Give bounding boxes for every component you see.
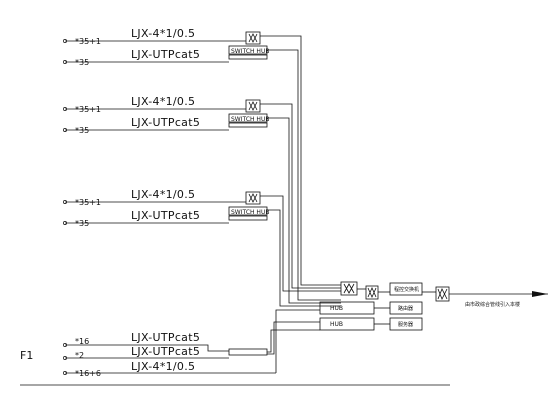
tel-cable-3: LJX-4*1/0.5 [131,188,195,201]
pbx-box [389,282,423,296]
feeder-bottom-1 [267,329,320,353]
data-cable-2: LJX-UTPcat5 [131,116,200,129]
outlet-icon [63,356,67,360]
bottom-cable-1: LJX-UTPcat5 [131,331,200,344]
main-tray-1 [340,281,358,296]
tray-cross-icon [248,33,258,43]
outlet-icon [63,39,67,43]
feeder-tel-2 [260,103,341,289]
tel-count-1: *35+1 [75,37,101,46]
outlet-icon [63,343,67,347]
server-box [389,317,423,331]
hub-box-b [319,317,375,331]
bottom-line-1 [65,344,229,352]
router-label: 路由器 [398,305,413,312]
data-count-3: *35 [75,219,89,228]
feeder-tel-3 [260,195,341,292]
feeder-data-3 [267,209,341,307]
cable-tray-symbol-3 [245,191,261,205]
pbx-label: 程控交换机 [394,286,419,293]
tel-cable-2: LJX-4*1/0.5 [131,95,195,108]
bottom-count-3: *16+6 [75,369,101,378]
feeder-data-2 [267,117,341,304]
data-cable-1: LJX-UTPcat5 [131,48,200,61]
switch-hub-label-3: SWITCH HUB [231,209,269,216]
outlet-icon [63,107,67,111]
router-box [389,301,423,315]
tray-cross-icon [437,288,448,300]
patch-panel-1 [228,54,268,60]
feeder-data-1 [267,49,341,301]
data-count-1: *35 [75,58,89,67]
feeder-bottom-3 [275,309,320,373]
patch-panel-2 [228,122,268,128]
feeder-tel-1 [260,35,341,286]
tel-cable-1: LJX-4*1/0.5 [131,27,195,40]
tray-cross-icon [248,101,258,111]
bottom-count-2: *2 [75,351,84,360]
arrow-icon [532,291,548,297]
hub-a-label: HUB [330,305,343,312]
outlet-icon [63,221,67,225]
server-label: 服务器 [398,321,413,328]
feeder-bottom-2 [267,321,320,355]
outlet-icon [63,60,67,64]
cable-tray-symbol-2 [245,99,261,113]
bottom-count-1: *16 [75,337,89,346]
bottom-patch-panel [228,348,268,356]
outlet-icon [63,200,67,204]
switch-hub-label-1: SWITCH HUB [231,48,269,55]
tel-count-3: *35+1 [75,198,101,207]
tray-cross-icon [248,193,258,203]
switch-hub-label-2: SWITCH HUB [231,116,269,123]
tray-cross-icon [367,287,377,298]
tray-cross-icon [343,283,355,294]
hub-b-label: HUB [330,321,343,328]
floor-label: F1 [20,349,33,362]
switch-hub-box-3 [228,206,268,216]
tel-count-2: *35+1 [75,105,101,114]
bottom-cable-3: LJX-4*1/0.5 [131,360,195,373]
outlet-icon [63,371,67,375]
patch-panel-3 [228,215,268,221]
data-count-2: *35 [75,126,89,135]
hub-box-a [319,301,375,315]
bottom-cable-2: LJX-UTPcat5 [131,345,200,358]
outlet-icon [63,128,67,132]
data-cable-3: LJX-UTPcat5 [131,209,200,222]
incoming-label: 由市政综合管线引入本楼 [465,301,520,308]
cable-tray-symbol-1 [245,31,261,45]
main-tray-2 [365,285,379,300]
